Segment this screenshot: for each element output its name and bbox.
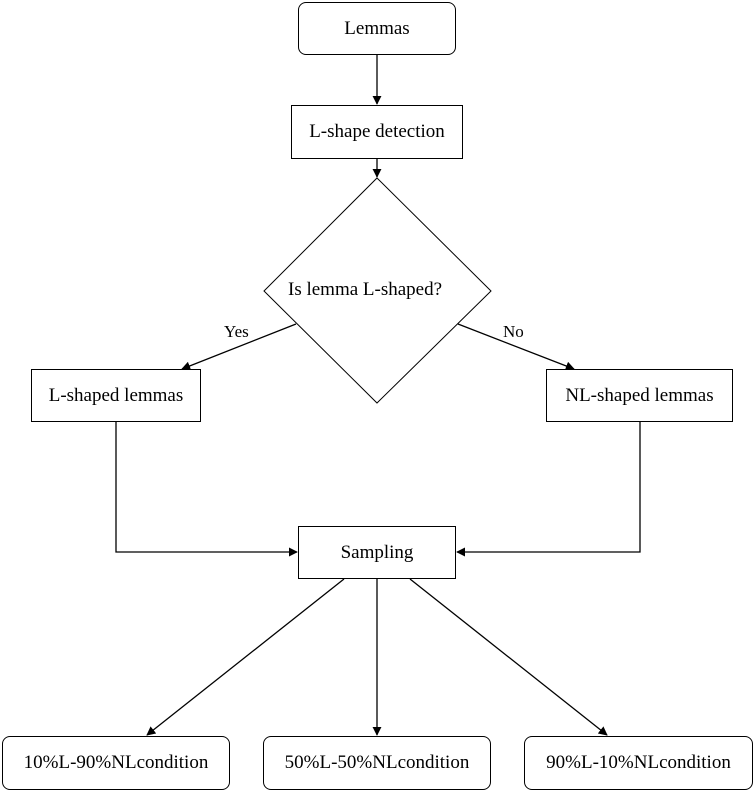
node-sampling: Sampling [298, 526, 456, 579]
node-l-shape-detection-label: L-shape detection [309, 121, 445, 142]
node-nl-shaped-lemmas: NL-shaped lemmas [546, 369, 733, 422]
decision-diamond [263, 177, 492, 404]
edge-label-no: No [503, 322, 524, 341]
node-condition-90-10-label: 90%L-10%NLcondition [546, 752, 731, 773]
edge-label-yes: Yes [224, 322, 249, 341]
node-l-shaped-lemmas-label: L-shaped lemmas [48, 384, 184, 406]
node-l-shaped-lemmas: L-shaped lemmas [31, 369, 201, 422]
node-condition-10-90: 10%L-90%NLcondition [2, 736, 230, 790]
node-condition-50-50: 50%L-50%NLcondition [263, 736, 491, 790]
node-l-shape-detection: L-shape detection [291, 105, 463, 159]
arrow-nl-shaped-to-sampling [456, 422, 641, 557]
node-lemmas: Lemmas [298, 2, 456, 55]
arrow-decision-no [457, 323, 575, 371]
arrow-sampling-to-cond-90-10 [409, 578, 608, 736]
node-condition-50-50-label: 50%L-50%NLcondition [284, 752, 470, 773]
node-condition-90-10: 90%L-10%NLcondition [524, 736, 753, 790]
decision-label: Is lemma L-shaped? [288, 279, 443, 300]
node-nl-shaped-lemmas-label: NL-shaped lemmas [565, 384, 714, 406]
arrow-l-shaped-to-sampling [115, 422, 298, 557]
node-condition-10-90-label: 10%L-90%NLcondition [23, 752, 209, 773]
arrow-decision-yes [181, 323, 297, 371]
node-sampling-label: Sampling [340, 541, 414, 563]
arrow-sampling-to-cond-10-90 [146, 578, 345, 736]
node-lemmas-label: Lemmas [344, 17, 410, 39]
